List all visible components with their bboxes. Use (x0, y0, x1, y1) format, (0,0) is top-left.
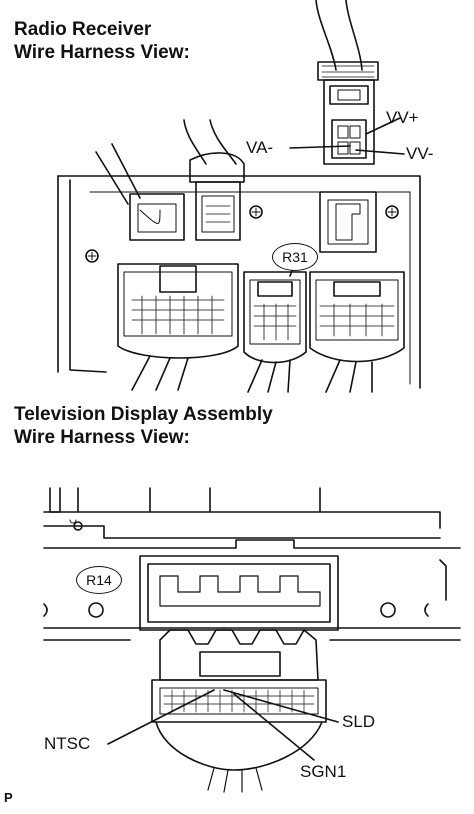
connector-r31-callout: R31 (272, 243, 318, 271)
vv-plus-leader (365, 117, 401, 135)
vv-connector (323, 79, 375, 165)
large-left-connector (117, 263, 239, 391)
ntsc-label: NTSC (44, 734, 91, 753)
radio-heading-line2: Wire Harness View: (14, 42, 190, 63)
va-minus-label: VA- (246, 138, 274, 157)
left-cable-connector (95, 143, 185, 241)
radio-receiver-housing (57, 175, 421, 389)
tv-heading-line1: Television Display Assembly (14, 404, 273, 425)
sld-label: SLD (342, 712, 376, 731)
sgn1-leader (233, 693, 315, 761)
ntsc-leader (107, 689, 215, 745)
va-minus-leader (289, 145, 351, 149)
r14-harness-connector (151, 629, 327, 793)
r14-socket (139, 555, 339, 631)
radio-heading-line1: Radio Receiver (14, 19, 152, 40)
vv-plus-label: VV+ (386, 108, 419, 127)
footer-mark: P (4, 790, 13, 805)
connector-r14-callout: R14 (76, 566, 122, 594)
sgn1-label: SGN1 (300, 762, 347, 781)
top-cable-bundle (315, 0, 379, 81)
right-harness-connector (309, 271, 405, 393)
vv-minus-label: VV- (406, 144, 434, 163)
middle-top-connector (183, 119, 245, 241)
r31-connector (243, 259, 307, 393)
tv-display-heading: Television Display Assembly Wire Harness… (14, 403, 273, 449)
right-socket (319, 191, 377, 253)
sld-leader (223, 689, 339, 723)
tv-heading-line2: Wire Harness View: (14, 427, 190, 448)
radio-receiver-heading: Radio Receiver Wire Harness View: (14, 18, 190, 64)
vv-minus-leader (355, 149, 405, 155)
tv-display-housing (43, 487, 461, 641)
